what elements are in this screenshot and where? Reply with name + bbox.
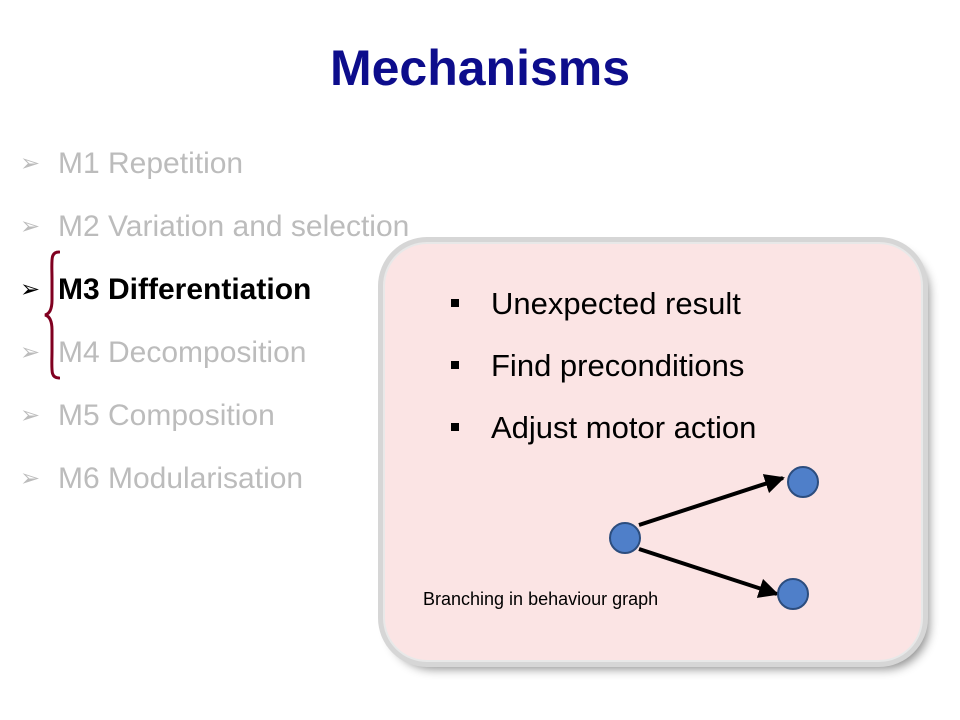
mechanism-label: M3 Differentiation (58, 273, 312, 306)
mechanism-item-m5: ➢ M5 Composition (20, 394, 275, 438)
branch-arrow-down (638, 547, 779, 598)
square-bullet-icon (451, 360, 459, 369)
detail-panel: Unexpected result Find preconditions Adj… (383, 242, 923, 662)
square-bullet-icon (451, 298, 459, 307)
mechanism-item-m2: ➢ M2 Variation and selection (20, 205, 409, 249)
mechanism-label: M2 Variation and selection (58, 210, 410, 243)
mechanism-item-m4: ➢ M4 Decomposition (20, 331, 306, 375)
arrow-bullet-icon: ➢ (20, 402, 41, 429)
curly-brace-icon (44, 250, 60, 380)
arrow-bullet-icon: ➢ (20, 150, 41, 177)
mechanism-label: M4 Decomposition (58, 336, 307, 369)
graph-node-bottom (777, 578, 809, 610)
detail-item-adjust-motor-action: Adjust motor action (451, 406, 756, 450)
arrow-bullet-icon: ➢ (20, 465, 41, 492)
behaviour-graph (609, 466, 819, 610)
mechanism-item-m3: ➢ M3 Differentiation (20, 268, 311, 312)
arrow-bullet-icon: ➢ (20, 339, 41, 366)
arrow-bullet-icon: ➢ (20, 213, 41, 240)
slide-title: Mechanisms (329, 40, 631, 96)
branch-arrow-up (638, 474, 785, 527)
detail-item-find-preconditions: Find preconditions (451, 344, 744, 388)
graph-node-top (787, 466, 819, 498)
square-bullet-icon (451, 422, 459, 431)
mechanism-item-m6: ➢ M6 Modularisation (20, 457, 303, 501)
mechanism-item-m1: ➢ M1 Repetition (20, 142, 243, 186)
detail-item-unexpected-result: Unexpected result (451, 282, 741, 326)
mechanism-label: M1 Repetition (58, 147, 244, 180)
graph-caption: Branching in behaviour graph (423, 589, 659, 609)
arrow-bullet-icon: ➢ (20, 276, 41, 303)
graph-node-source (609, 522, 641, 554)
mechanism-label: M6 Modularisation (58, 462, 304, 495)
mechanism-label: M5 Composition (58, 399, 275, 432)
